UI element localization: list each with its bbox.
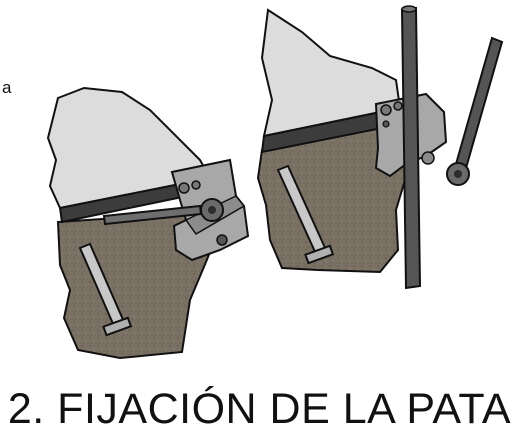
left-bolt-head — [102, 316, 133, 337]
left-assembly-figure — [46, 86, 250, 360]
diagram-caption: 2. FIJACIÓN DE LA PATA — [7, 385, 512, 433]
right-clamp-nut — [421, 151, 435, 165]
right-bracket-screw-2 — [393, 101, 403, 111]
right-bracket-screw-1 — [380, 104, 392, 116]
right-slab-top — [260, 8, 402, 138]
right-assembly-figure — [256, 5, 504, 290]
right-bolt-head — [304, 244, 335, 265]
right-leg-rod — [400, 6, 422, 290]
right-clamp-lever — [454, 36, 504, 170]
right-bracket-screw-3 — [382, 120, 390, 128]
leg-fixing-illustration — [46, 5, 504, 360]
left-bracket-screw-2 — [191, 180, 201, 190]
left-bracket-screw-3 — [216, 234, 228, 246]
left-bracket-screw-1 — [178, 182, 190, 194]
stray-letter-label: a — [2, 78, 12, 97]
